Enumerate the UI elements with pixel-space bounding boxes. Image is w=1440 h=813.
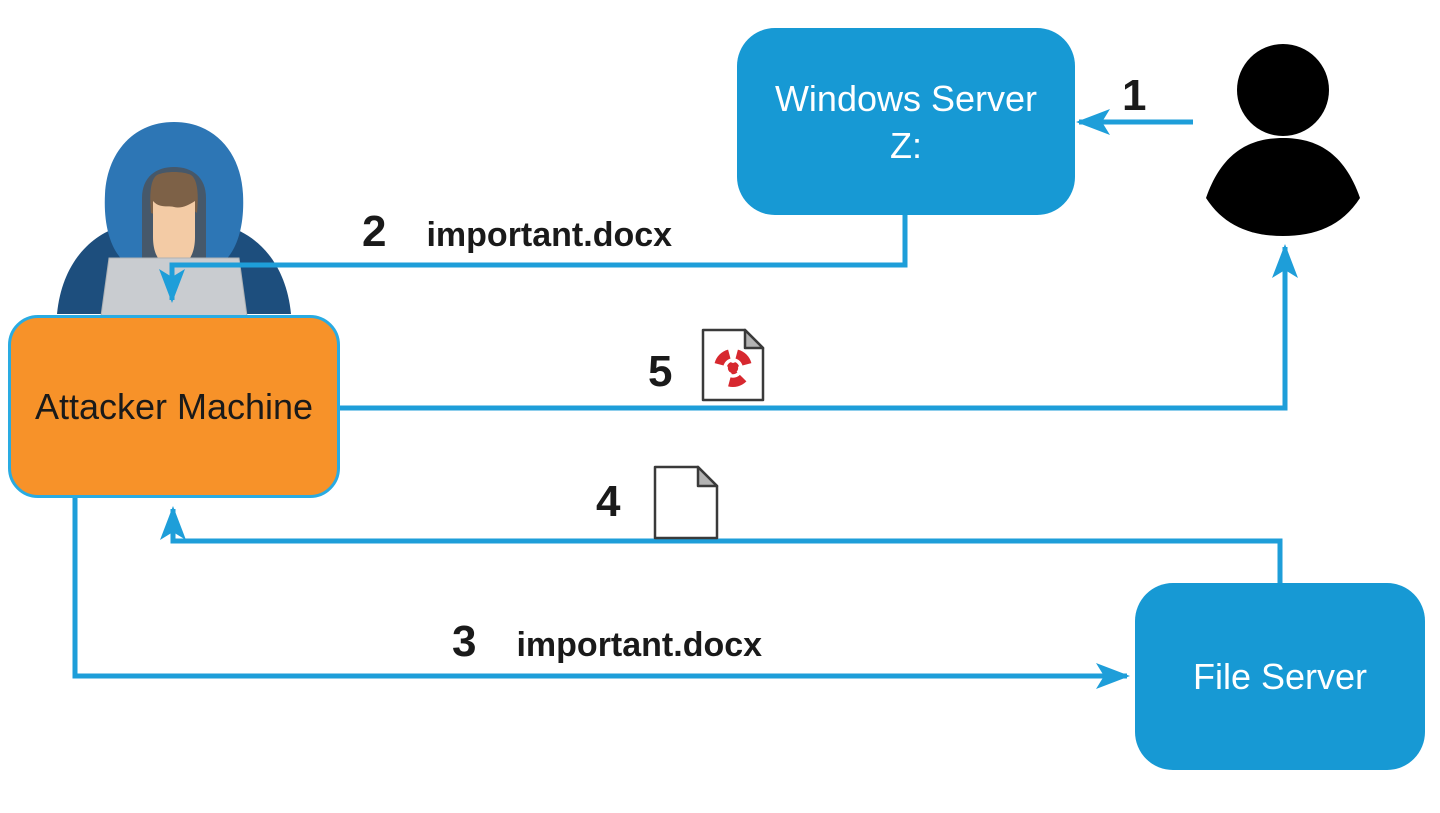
step-2-filename: important.docx: [426, 216, 673, 254]
step-3-number: 3: [452, 617, 477, 666]
arrow-4-file-server-to-attacker: [160, 506, 1283, 583]
step-3-filename: important.docx: [516, 626, 763, 664]
radiation-symbol: [714, 349, 752, 388]
document-icon: [653, 465, 719, 540]
step-5-number: 5: [648, 347, 673, 396]
arrow-2-windows-server-to-attacker: [159, 215, 908, 303]
step-3-label: 3 important.docx: [452, 620, 762, 664]
step-4-number: 4: [596, 477, 621, 526]
windows-server-label-line1: Windows Server: [774, 77, 1038, 119]
radiation-document-icon: [701, 328, 765, 402]
windows-server-label-line2: Z:: [890, 124, 922, 166]
attacker-machine-label: Attacker Machine: [34, 385, 314, 427]
attacker-machine-node: Attacker Machine: [8, 315, 340, 498]
step-2-label: 2 important.docx: [362, 210, 672, 254]
person-silhouette-icon: [1206, 44, 1360, 236]
step-2-number: 2: [362, 207, 387, 256]
arrow-3-attacker-to-file-server: [72, 498, 1130, 689]
arrow-5-attacker-to-user: [340, 244, 1298, 411]
windows-server-node: Windows Server Z:: [737, 28, 1075, 215]
step-1-number: 1: [1122, 71, 1147, 120]
file-server-label: File Server: [1192, 655, 1368, 697]
file-server-node: File Server: [1135, 583, 1425, 770]
